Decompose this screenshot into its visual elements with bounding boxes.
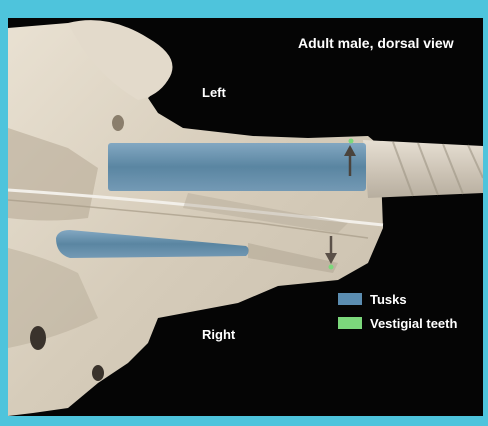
skull-hole <box>30 326 46 350</box>
left-tusk <box>108 143 366 191</box>
skull-hole <box>112 115 124 131</box>
legend-swatch-tusks <box>338 293 362 305</box>
left-label: Left <box>202 85 226 100</box>
tusk-exterior <box>363 140 483 198</box>
legend-label-tusks: Tusks <box>370 292 407 307</box>
vestigial-tooth-left <box>349 139 354 144</box>
skull-illustration <box>8 18 483 416</box>
legend-item-tusks: Tusks <box>338 291 407 307</box>
right-label: Right <box>202 327 235 342</box>
legend-label-vestigial-teeth: Vestigial teeth <box>370 316 457 331</box>
vestigial-tooth-right <box>329 265 334 270</box>
illustration-panel: Adult male, dorsal view Left Right Tusks… <box>8 18 483 416</box>
legend-swatch-vestigial-teeth <box>338 317 362 329</box>
legend-item-vestigial-teeth: Vestigial teeth <box>338 315 457 331</box>
figure-title: Adult male, dorsal view <box>298 35 454 51</box>
skull-hole <box>92 365 104 381</box>
